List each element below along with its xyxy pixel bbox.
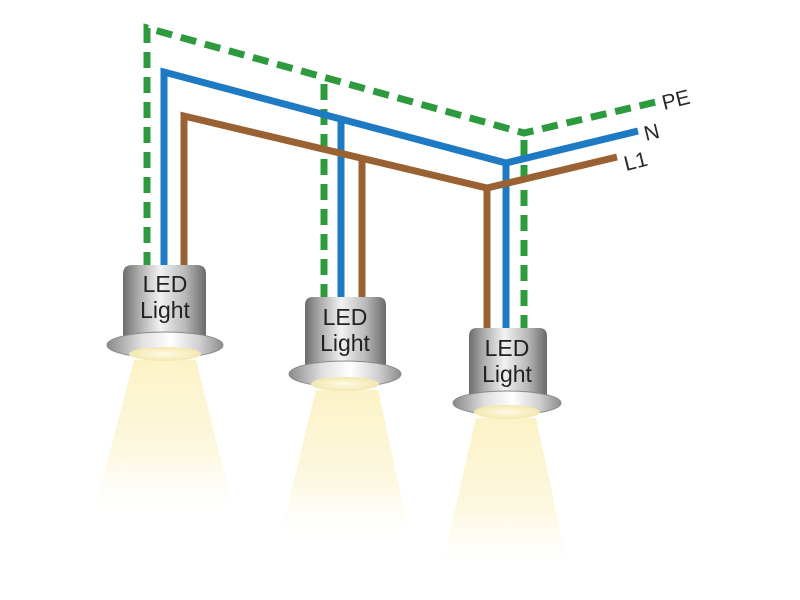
neutral-wire: [160, 67, 639, 268]
terminal-label-l1: L1: [622, 148, 650, 176]
led-light-1: LED Light: [106, 265, 224, 361]
led-light-1-label-line1: LED: [143, 271, 188, 297]
light-beam-1: [92, 360, 236, 520]
line-l1-wire: [180, 111, 618, 268]
led-light-3-can: [469, 328, 547, 395]
led-light-2-label-line1: LED: [323, 304, 368, 330]
wires: [143, 23, 657, 331]
pe-wire: [143, 23, 657, 268]
led-light-1-label-line2: Light: [140, 297, 190, 323]
led-light-3-label-line2: Light: [482, 361, 532, 387]
led-light-2-lens: [311, 377, 379, 391]
led-light-2-label-line2: Light: [320, 330, 370, 356]
led-light-1-lens: [129, 347, 201, 361]
led-light-1-can: [123, 265, 206, 338]
led-light-3-label-line1: LED: [485, 335, 530, 361]
led-light-3-lens: [474, 405, 540, 419]
led-light-2: LED Light: [288, 297, 402, 391]
light-beams: [92, 360, 570, 575]
terminal-label-n: N: [642, 120, 662, 146]
terminal-label-pe: PE: [660, 86, 693, 115]
led-light-2-can: [305, 297, 386, 366]
light-beam-2: [278, 390, 412, 545]
light-beam-3: [440, 418, 570, 575]
led-light-3: LED Light: [452, 328, 562, 419]
